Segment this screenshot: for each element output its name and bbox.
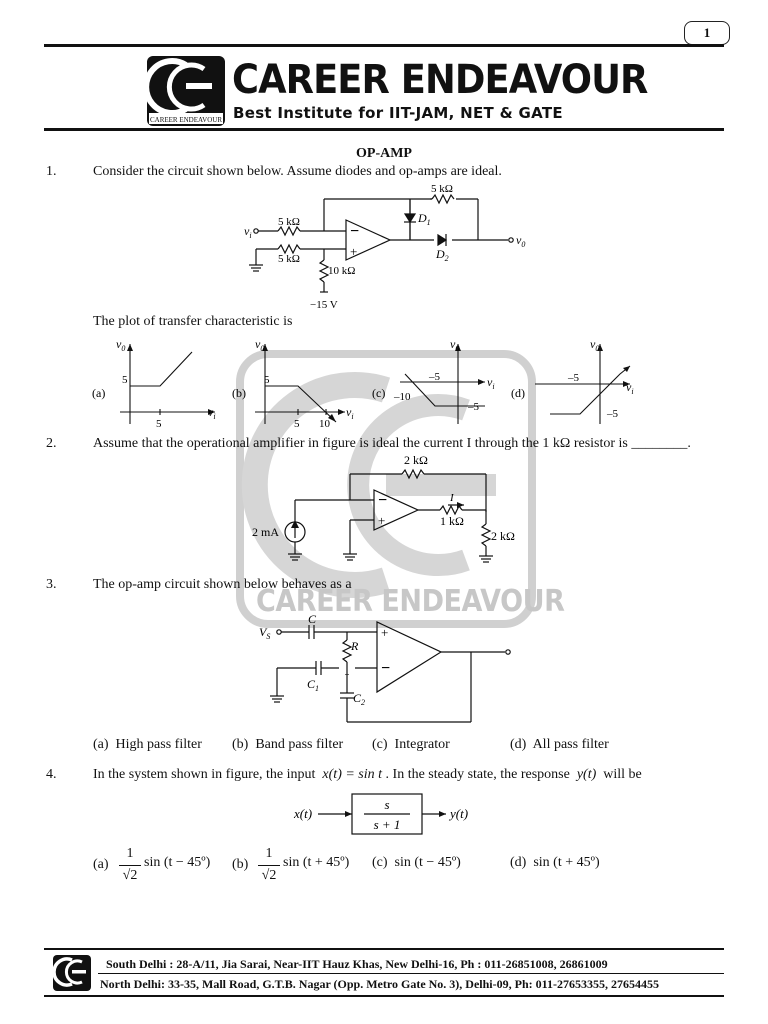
svg-text:vi: vi — [208, 405, 216, 421]
svg-text:10: 10 — [319, 418, 331, 430]
svg-text:5: 5 — [122, 374, 128, 386]
svg-text:v0: v0 — [590, 337, 599, 353]
q3-number: 3. — [46, 577, 57, 592]
svg-text:−: − — [378, 492, 387, 509]
q2-text: Assume that the operational amplifier in… — [93, 436, 691, 451]
watermark-text: CAREER ENDEAVOUR — [256, 584, 565, 619]
q4-option-c[interactable]: (c) sin (t − 45º) — [372, 855, 461, 870]
svg-text:s: s — [384, 797, 389, 812]
svg-text:D1: D1 — [417, 211, 431, 227]
svg-text:5 kΩ: 5 kΩ — [278, 216, 300, 228]
svg-text:5: 5 — [264, 374, 270, 386]
q4-option-b[interactable]: (b) 1 √2 sin (t + 45º) — [232, 846, 350, 883]
svg-text:5 kΩ: 5 kΩ — [431, 183, 453, 195]
svg-text:–5: –5 — [428, 371, 441, 383]
page-number: 1 — [684, 21, 730, 45]
svg-text:10 kΩ: 10 kΩ — [328, 265, 355, 277]
career-endeavour-logo: CAREER ENDEAVOUR — [146, 56, 225, 126]
svg-text:+: + — [378, 513, 385, 528]
q3-option-a[interactable]: (a) High pass filter — [93, 737, 202, 752]
q4-option-d[interactable]: (d) sin (t + 45º) — [510, 855, 600, 870]
svg-text:+: + — [350, 244, 357, 259]
svg-text:–5: –5 — [606, 408, 619, 420]
svg-text:R: R — [350, 639, 359, 653]
footer-address-south: South Delhi : 28-A/11, Jia Sarai, Near-I… — [106, 957, 608, 971]
svg-text:y(t): y(t) — [448, 806, 468, 821]
svg-text:2 mA: 2 mA — [252, 525, 279, 539]
q4-text: In the system shown in figure, the input… — [93, 767, 642, 782]
section-title: OP-AMP — [356, 146, 412, 161]
svg-text:2 kΩ: 2 kΩ — [404, 453, 428, 467]
svg-text:5: 5 — [156, 418, 162, 430]
svg-text:–5: –5 — [567, 372, 580, 384]
q4-option-a[interactable]: (a) 1 √2 sin (t − 45º) — [93, 846, 211, 883]
svg-text:VS: VS — [259, 625, 270, 641]
svg-text:5 kΩ: 5 kΩ — [278, 253, 300, 265]
svg-text:1 kΩ: 1 kΩ — [440, 514, 464, 528]
q4-block-diagram: x(t) y(t) s s + 1 — [293, 793, 468, 835]
svg-text:C2: C2 — [353, 691, 365, 707]
q1-plot-d-label: (d) — [511, 386, 525, 400]
svg-text:x(t): x(t) — [293, 806, 312, 821]
q3-circuit: + − VS C R C1 C2 — [259, 612, 511, 723]
q1-plot-c-label: (c) — [372, 386, 385, 400]
q1-option-plots[interactable]: (a) v0 vi 5 5 (b) v0 vi 5 5 10 (c) v0 vi… — [90, 334, 740, 434]
svg-text:vi: vi — [244, 224, 252, 240]
svg-text:−15 V: −15 V — [310, 299, 338, 311]
svg-text:v0: v0 — [255, 337, 264, 353]
svg-text:+: + — [381, 625, 388, 640]
brand-tagline: Best Institute for IIT-JAM, NET & GATE — [233, 104, 563, 122]
footer-rule-bottom — [44, 995, 724, 997]
svg-text:–5: –5 — [467, 401, 480, 413]
svg-text:D2: D2 — [435, 247, 449, 263]
q3-text: The op-amp circuit shown below behaves a… — [93, 577, 352, 592]
svg-text:vi: vi — [487, 375, 495, 391]
q1-prompt: The plot of transfer characteristic is — [93, 314, 293, 329]
q2-number: 2. — [46, 436, 57, 451]
logo-caption: CAREER ENDEAVOUR — [150, 116, 222, 124]
svg-text:–10: –10 — [393, 391, 411, 403]
svg-text:−: − — [381, 660, 390, 677]
q3-option-c[interactable]: (c) Integrator — [372, 737, 450, 752]
svg-text:v0: v0 — [116, 337, 125, 353]
svg-text:C1: C1 — [307, 677, 319, 693]
svg-text:−: − — [350, 223, 359, 240]
svg-text:vi: vi — [626, 380, 634, 396]
svg-text:C: C — [308, 612, 317, 626]
q1-text: Consider the circuit shown below. Assume… — [93, 164, 502, 179]
q1-number: 1. — [46, 164, 57, 179]
q1-plot-b-label: (b) — [232, 386, 246, 400]
svg-text:2 kΩ: 2 kΩ — [491, 529, 515, 543]
brand-name: CAREER ENDEAVOUR — [232, 57, 648, 103]
svg-text:vi: vi — [346, 405, 354, 421]
footer-rule-mid — [98, 973, 724, 974]
svg-text:s + 1: s + 1 — [374, 817, 401, 832]
footer-rule-top — [44, 948, 724, 950]
q1-circuit: − + vi 5 kΩ 5 kΩ 5 kΩ 10 kΩ −15 V D1 D2 … — [244, 183, 525, 311]
header-rule-bottom — [44, 128, 724, 131]
q4-number: 4. — [46, 767, 57, 782]
svg-text:I: I — [449, 492, 455, 504]
svg-text:5: 5 — [294, 418, 300, 430]
svg-text:v0: v0 — [516, 233, 525, 249]
footer-logo — [52, 955, 91, 991]
footer-address-north: North Delhi: 33-35, Mall Road, G.T.B. Na… — [100, 977, 659, 991]
watermark-logo — [236, 350, 536, 628]
svg-text:v0: v0 — [450, 337, 459, 353]
header-rule-top — [44, 44, 724, 47]
q3-option-b[interactable]: (b) Band pass filter — [232, 737, 344, 752]
q1-plot-a-label: (a) — [92, 386, 105, 400]
q2-circuit: − + 2 mA 2 kΩ 1 kΩ 2 kΩ I — [252, 453, 515, 563]
q3-option-d[interactable]: (d) All pass filter — [510, 737, 609, 752]
